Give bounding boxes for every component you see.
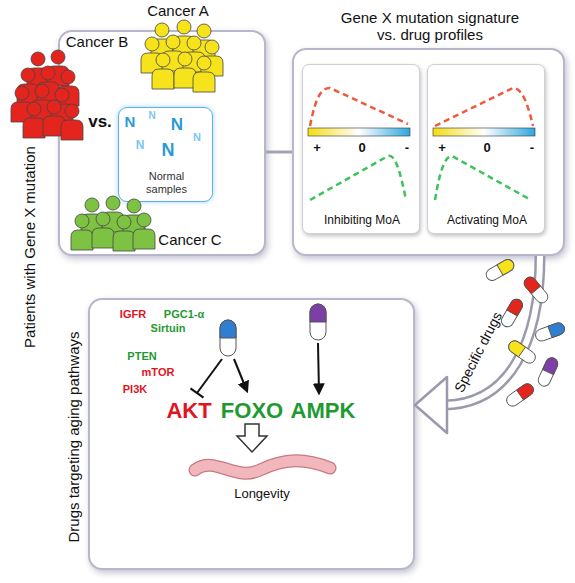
node-text: -	[405, 141, 409, 156]
patient-icon	[113, 215, 135, 251]
drug-curve	[310, 88, 408, 126]
pill-icon	[506, 338, 537, 365]
pill-icon	[499, 297, 524, 329]
patient-icon	[201, 40, 223, 76]
connector-band-inner	[443, 256, 540, 405]
group-box: Patients with Gene X mutationNormal samp…	[58, 30, 266, 256]
patient-icon	[183, 36, 205, 72]
patient-icon	[193, 24, 215, 60]
patient-icon	[81, 198, 103, 234]
activate-arrow	[234, 359, 247, 391]
drug-curve	[435, 88, 533, 126]
patient-icon	[71, 214, 93, 250]
patient-icon	[37, 66, 59, 102]
node-text: +	[438, 141, 446, 156]
patient-icon	[57, 70, 79, 106]
green-patients	[71, 196, 155, 251]
edge-label: Specific drugs	[451, 309, 505, 395]
patient-icon	[27, 52, 49, 88]
pill-icon	[534, 321, 566, 343]
text-label: Cancer A	[147, 2, 209, 19]
pill-icon	[310, 304, 326, 340]
group-heading: Drugs targeting aging pathways	[65, 332, 82, 543]
inhibiting-chart	[308, 88, 410, 200]
node-text: -	[530, 141, 534, 156]
patient-icon	[92, 212, 114, 248]
connector	[266, 152, 292, 153]
group-box: Drugs targeting aging pathways	[88, 298, 415, 570]
node-text: 0	[483, 141, 490, 156]
pill-icon	[504, 381, 535, 408]
pill-icon	[484, 257, 516, 282]
hollow-arrow	[237, 424, 267, 452]
patient-icon	[162, 35, 184, 71]
group-box: Gene X mutation signature vs. drug profi…	[292, 48, 565, 256]
inhibit-line	[197, 359, 222, 393]
patient-icon	[141, 37, 163, 73]
patient-icon	[17, 68, 39, 104]
patient-icon	[102, 196, 124, 232]
patient-icon	[173, 20, 195, 56]
drug-curve	[435, 156, 531, 200]
chart-panel: +0 - Inhibiting MoA	[302, 64, 420, 234]
patient-icon	[193, 56, 215, 92]
patient-icon	[43, 100, 65, 136]
pill-icon	[536, 356, 560, 388]
worm-body	[195, 461, 330, 473]
node-text: Activating MoA	[447, 214, 527, 228]
node-text: Inhibiting MoA	[324, 214, 400, 228]
patient-icon	[23, 102, 45, 138]
patient-icon	[31, 84, 53, 120]
node-text: 0	[358, 141, 365, 156]
node-text: Normal samples	[141, 170, 193, 195]
pathway-drawing	[191, 304, 331, 473]
inhibit-bar	[191, 388, 204, 397]
patient-icon	[47, 50, 69, 86]
sample-box: Normal samples	[118, 107, 213, 202]
group-heading: Patients with Gene X mutation	[21, 146, 38, 348]
patient-icon	[11, 86, 33, 122]
yellow-patients	[141, 20, 223, 92]
pill-icon	[522, 275, 550, 306]
signature-bar	[308, 128, 410, 136]
arrow-head	[415, 377, 447, 433]
patient-icon	[61, 104, 83, 140]
patient-icon	[152, 53, 174, 89]
worm-outline	[195, 461, 330, 473]
activate-arrow	[318, 343, 319, 393]
patient-icon	[174, 52, 196, 88]
drug-curve	[310, 156, 406, 200]
chart-panel: +0 - Activating MoA	[427, 64, 545, 234]
node-text: +	[313, 141, 321, 156]
red-patients	[11, 50, 83, 140]
patient-icon	[151, 23, 173, 59]
connector	[415, 256, 540, 433]
connector-line	[266, 151, 292, 154]
patient-icon	[51, 88, 73, 124]
patient-icon	[133, 213, 155, 249]
signature-bar	[433, 128, 535, 136]
group-heading: Gene X mutation signature vs. drug profi…	[335, 9, 525, 44]
activating-chart	[433, 88, 535, 200]
drug-pills	[484, 257, 566, 408]
patient-icon	[123, 199, 145, 235]
connector-band	[443, 256, 540, 405]
pill-icon	[220, 320, 236, 356]
